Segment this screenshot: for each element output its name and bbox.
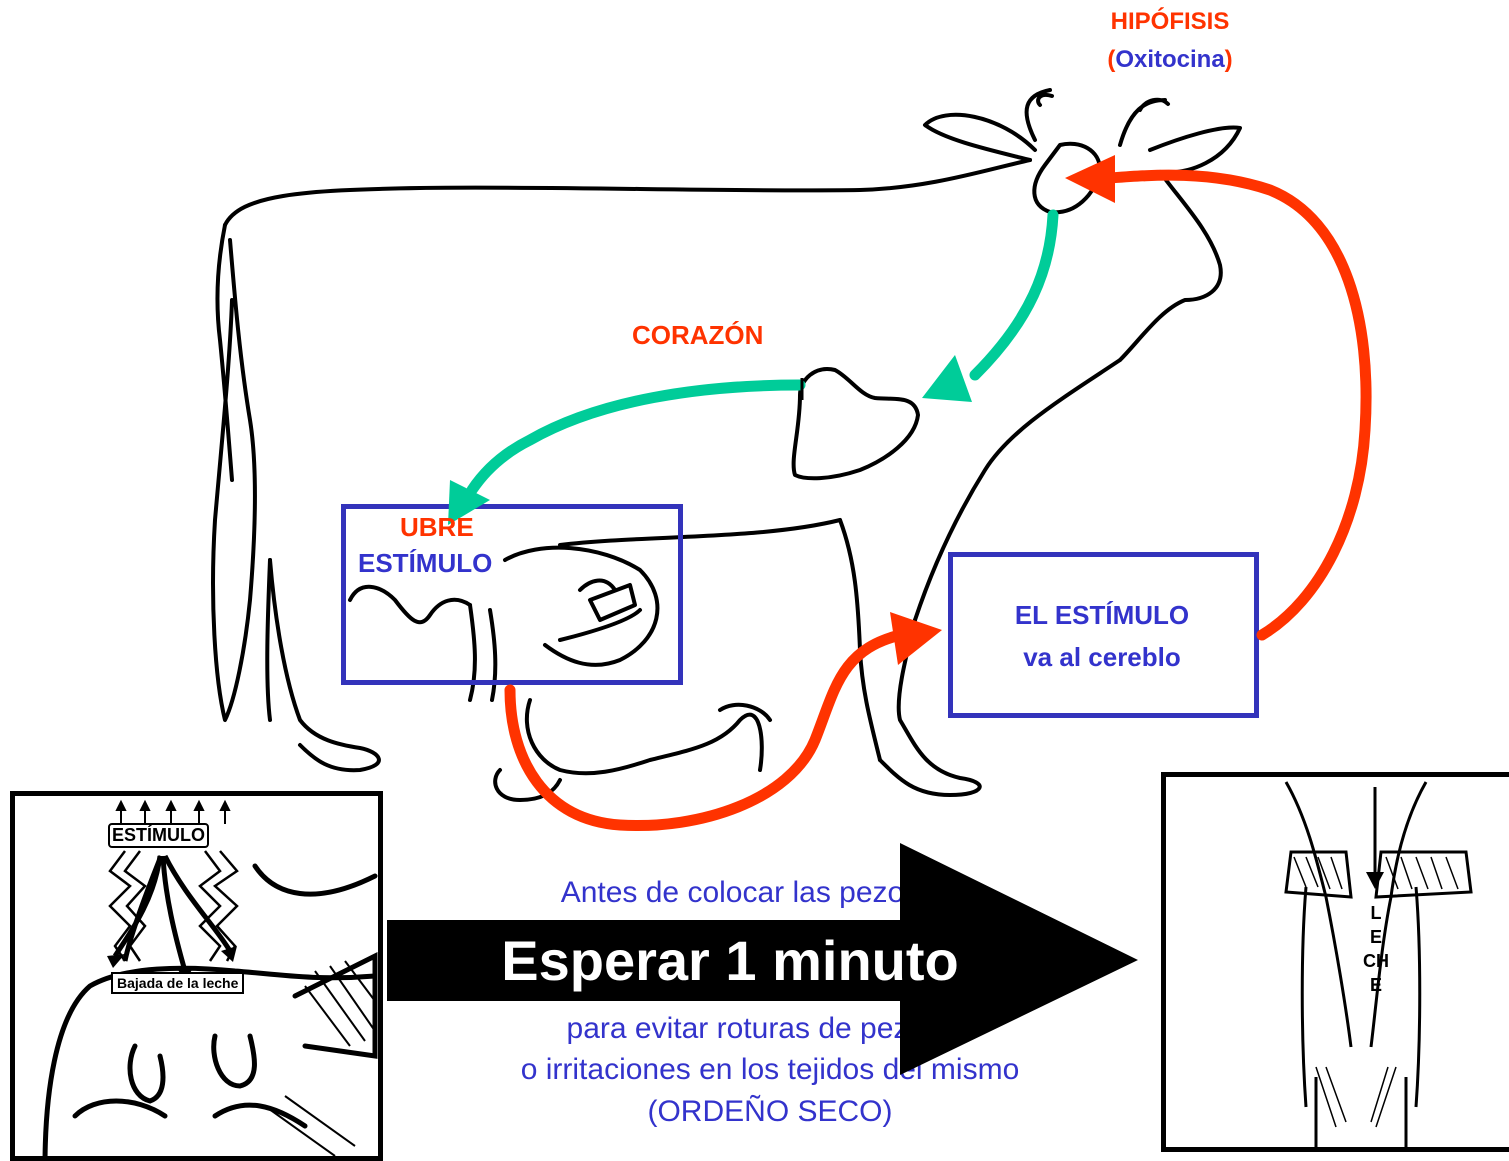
blood-arrow-heart-to-udder: [466, 379, 806, 496]
leche-letter-2: E: [1369, 927, 1382, 947]
left-panel-estimulo-label: ESTÍMULO: [108, 823, 209, 848]
nerve-arrow-head-2: [1065, 155, 1115, 203]
message-line4: o irritaciones en los tejidos del mismo: [520, 1053, 1020, 1086]
label-hipofisis: HIPÓFISIS: [1110, 8, 1230, 35]
leche-letter-3: CH: [1363, 951, 1389, 971]
paren-open: (: [1107, 46, 1116, 73]
nerve-arrow-box-to-pituitary: [1104, 169, 1372, 641]
nerve-arrow-udder-to-box: [504, 629, 906, 832]
label-oxitocina-line: (Oxitocina): [1080, 46, 1260, 74]
label-estimulo-udder: ESTÍMULO: [358, 548, 493, 578]
teat-cross-section: [1284, 781, 1473, 1147]
leche-letter-1: L: [1370, 903, 1382, 923]
blood-arrow-head-1: [922, 355, 972, 402]
label-ubre: UBRE: [400, 512, 474, 542]
nerve-arrow-head-1: [890, 612, 942, 665]
blood-arrow-head-2: [448, 480, 490, 525]
brain-box-line1: EL ESTÍMULO: [1014, 600, 1190, 630]
brain-box-line2: va al cereblo: [1023, 642, 1181, 672]
left-panel-bajada-label: Bajada de la leche: [111, 972, 245, 994]
udder-stimulus-box: [341, 504, 683, 685]
paren-close: ): [1224, 46, 1233, 73]
label-oxitocina: Oxitocina: [1115, 46, 1225, 73]
left-stimulus-panel: ESTÍMULO Bajada de la leche: [10, 791, 383, 1161]
wait-arrow-text: Esperar 1 minuto: [501, 929, 959, 992]
message-line5: (ORDEÑO SECO): [647, 1095, 893, 1128]
blood-arrow-pituitary-to-heart: [969, 209, 1059, 381]
label-corazon: CORAZÓN: [632, 320, 764, 350]
leche-letter-4: E: [1369, 975, 1382, 995]
